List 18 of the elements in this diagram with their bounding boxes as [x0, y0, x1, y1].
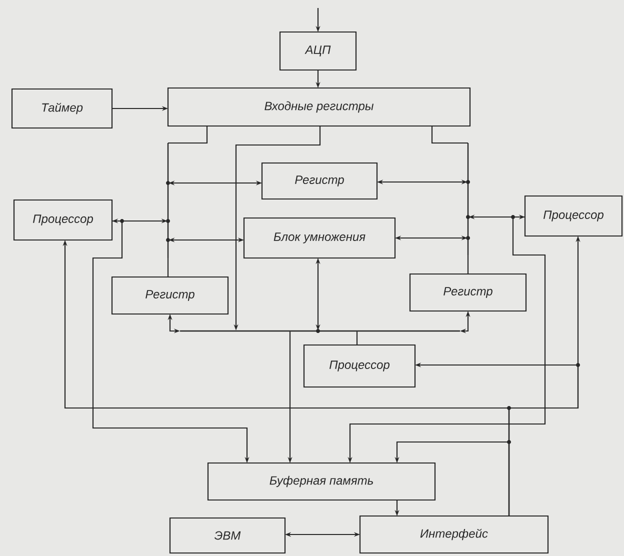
process-box: Регистр [111, 276, 229, 315]
process-box: ЭВМ [169, 517, 286, 554]
process-box: Процессор [303, 344, 416, 388]
process-box: Блок умножения [243, 217, 396, 259]
process-box: Интерфейс [359, 515, 549, 554]
process-box: Регистр [409, 273, 527, 312]
process-box: Процессор [524, 195, 623, 237]
connector-line [431, 126, 468, 144]
connector-line [356, 332, 358, 345]
process-box: Буферная память [207, 462, 436, 501]
connector-line [467, 255, 469, 274]
process-box: АЦП [279, 31, 357, 71]
process-box: Регистр [261, 162, 378, 200]
process-box: Таймер [11, 88, 113, 129]
process-box: Процессор [13, 199, 113, 241]
connector-line [167, 258, 169, 277]
connector-line [168, 126, 208, 144]
process-box: Входные регистры [167, 87, 471, 127]
